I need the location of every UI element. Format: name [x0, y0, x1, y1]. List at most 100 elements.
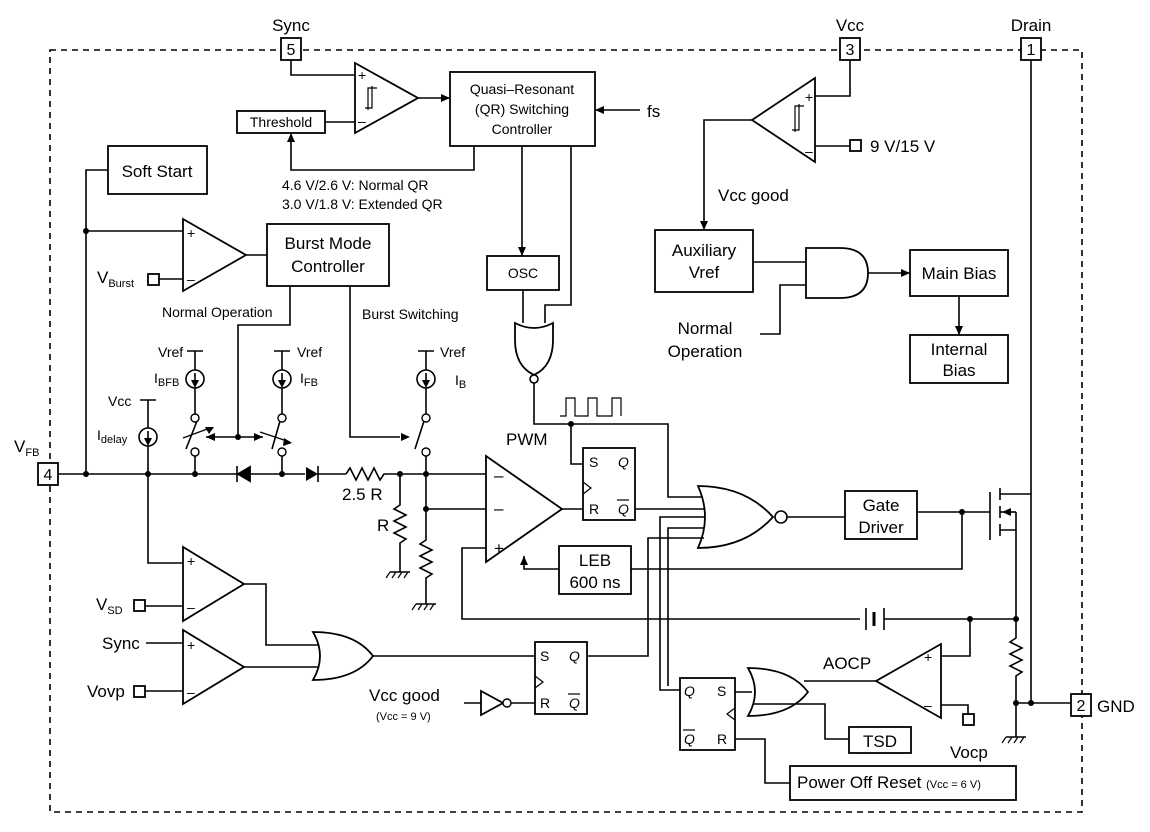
svg-text:–: –: [358, 113, 366, 129]
pin-drain[interactable]: Drain 1: [1011, 16, 1052, 61]
svg-text:Main Bias: Main Bias: [922, 264, 997, 283]
svg-text:–: –: [187, 684, 195, 700]
chip-boundary: [49, 49, 1083, 813]
soft-start-box: Soft Start: [107, 145, 208, 195]
pin-vfb[interactable]: VFB 4: [14, 437, 59, 486]
pin-vcc[interactable]: Vcc 3: [836, 16, 865, 61]
burst-comparator: + –: [182, 217, 248, 293]
svg-text:R: R: [540, 695, 550, 711]
gate-driver-box: Gate Driver: [844, 490, 918, 540]
svg-text:Controller: Controller: [291, 257, 365, 276]
svg-text:VSD: VSD: [96, 595, 123, 617]
svg-text:S: S: [717, 683, 726, 699]
burst-mode-controller-box: Burst Mode Controller: [266, 223, 390, 287]
svg-text:R: R: [589, 501, 599, 517]
svg-text:Q: Q: [569, 695, 580, 711]
svg-text:VBurst: VBurst: [97, 268, 134, 290]
pin-gnd[interactable]: 2 GND: [1070, 693, 1135, 717]
svg-text:1: 1: [1027, 42, 1036, 59]
svg-text:Quasi–Resonant: Quasi–Resonant: [470, 81, 574, 97]
svg-text:Sync: Sync: [272, 16, 310, 35]
current-source-ib: Vref IB: [416, 344, 466, 423]
svg-text:3.0 V/1.8 V: Extended QR: 3.0 V/1.8 V: Extended QR: [282, 196, 443, 212]
svg-text:4.6 V/2.6 V: Normal QR: 4.6 V/2.6 V: Normal QR: [282, 177, 429, 193]
svg-text:IBFB: IBFB: [154, 370, 179, 389]
svg-text:Vcc good: Vcc good: [369, 686, 440, 705]
svg-text:+: +: [358, 67, 366, 83]
svg-text:Q: Q: [684, 731, 695, 747]
svg-text:Internal: Internal: [931, 340, 988, 359]
svg-text:Controller: Controller: [492, 121, 553, 137]
svg-text:4: 4: [44, 467, 53, 484]
svg-text:IFB: IFB: [300, 370, 318, 389]
svg-text:GND: GND: [1097, 697, 1135, 716]
svg-text:S: S: [589, 454, 598, 470]
svg-text:Bias: Bias: [942, 361, 975, 380]
svg-text:Vref: Vref: [440, 344, 465, 360]
svg-text:(QR) Switching: (QR) Switching: [475, 101, 569, 117]
svg-text:3: 3: [846, 42, 855, 59]
svg-text:Vovp: Vovp: [87, 682, 125, 701]
osc-nor-gate: [514, 321, 554, 384]
switch-b: [414, 420, 431, 457]
svg-text:+: +: [187, 637, 195, 653]
svg-text:9 V/15 V: 9 V/15 V: [870, 137, 936, 156]
pwm-comparator: – – +: [485, 454, 564, 564]
diode-1: [236, 465, 251, 483]
main-bias-box: Main Bias: [909, 249, 1009, 297]
switch-bfb: [182, 420, 214, 475]
pwm-label: PWM: [506, 430, 548, 449]
svg-text:IB: IB: [455, 372, 466, 391]
svg-text:Gate: Gate: [863, 496, 900, 515]
svg-text:Q: Q: [618, 501, 629, 517]
aux-vref-box: Auxiliary Vref: [654, 229, 754, 293]
internal-bias-box: Internal Bias: [909, 334, 1009, 384]
power-off-reset-box: Power Off Reset (Vcc = 6 V): [789, 765, 1017, 801]
sync-comparator: + –: [354, 61, 420, 135]
battery-symbol: [865, 608, 885, 630]
svg-text:2.5 R: 2.5 R: [342, 485, 383, 504]
svg-text:S: S: [540, 648, 549, 664]
threshold-box: Threshold: [236, 110, 326, 134]
svg-text:TSD: TSD: [863, 732, 897, 751]
svg-text:Burst Switching: Burst Switching: [362, 306, 458, 322]
pin-sync[interactable]: Sync 5: [272, 16, 310, 61]
svg-text:Soft Start: Soft Start: [122, 162, 193, 181]
svg-text:–: –: [494, 499, 504, 518]
svg-text:Q: Q: [684, 683, 695, 699]
osc-box: OSC: [486, 255, 560, 291]
diode-2: [306, 466, 319, 482]
aocp-comparator: + –: [874, 642, 942, 720]
ovp-comparator: + –: [182, 628, 246, 706]
svg-text:(Vcc = 9 V): (Vcc = 9 V): [376, 711, 431, 723]
svg-text:Vref: Vref: [158, 344, 183, 360]
ovp-or-gate: [311, 631, 375, 681]
svg-text:R: R: [717, 731, 727, 747]
svg-text:2: 2: [1077, 698, 1086, 715]
svg-text:600 ns: 600 ns: [569, 573, 620, 592]
latch-flip-flop: S R Q Q: [534, 641, 588, 715]
svg-text:Burst Mode: Burst Mode: [285, 234, 372, 253]
svg-text:+: +: [805, 89, 813, 105]
svg-text:Vref: Vref: [297, 344, 322, 360]
svg-text:5: 5: [287, 42, 296, 59]
current-source-ifb: Vref IFB: [272, 344, 322, 423]
pwm-flip-flop: S R Q Q: [582, 447, 636, 521]
current-source-ibfb: Vref IBFB: [154, 344, 205, 423]
svg-text:Q: Q: [569, 648, 580, 664]
pwm-pulse-icon: [560, 397, 622, 417]
svg-text:–: –: [805, 143, 813, 159]
svg-text:OSC: OSC: [508, 265, 538, 281]
bias-and-gate: [805, 247, 869, 299]
svg-text:+: +: [494, 539, 504, 558]
svg-text:Normal: Normal: [678, 319, 733, 338]
leb-box: LEB 600 ns: [558, 545, 632, 595]
svg-text:AOCP: AOCP: [823, 654, 871, 673]
svg-text:Vcc: Vcc: [108, 393, 131, 409]
protection-flip-flop: Q Q S R: [679, 677, 736, 751]
svg-text:Normal Operation: Normal Operation: [162, 304, 273, 320]
qr-controller-box: Quasi–Resonant (QR) Switching Controller: [449, 71, 596, 147]
svg-text:R: R: [377, 516, 389, 535]
svg-text:Auxiliary: Auxiliary: [672, 241, 737, 260]
